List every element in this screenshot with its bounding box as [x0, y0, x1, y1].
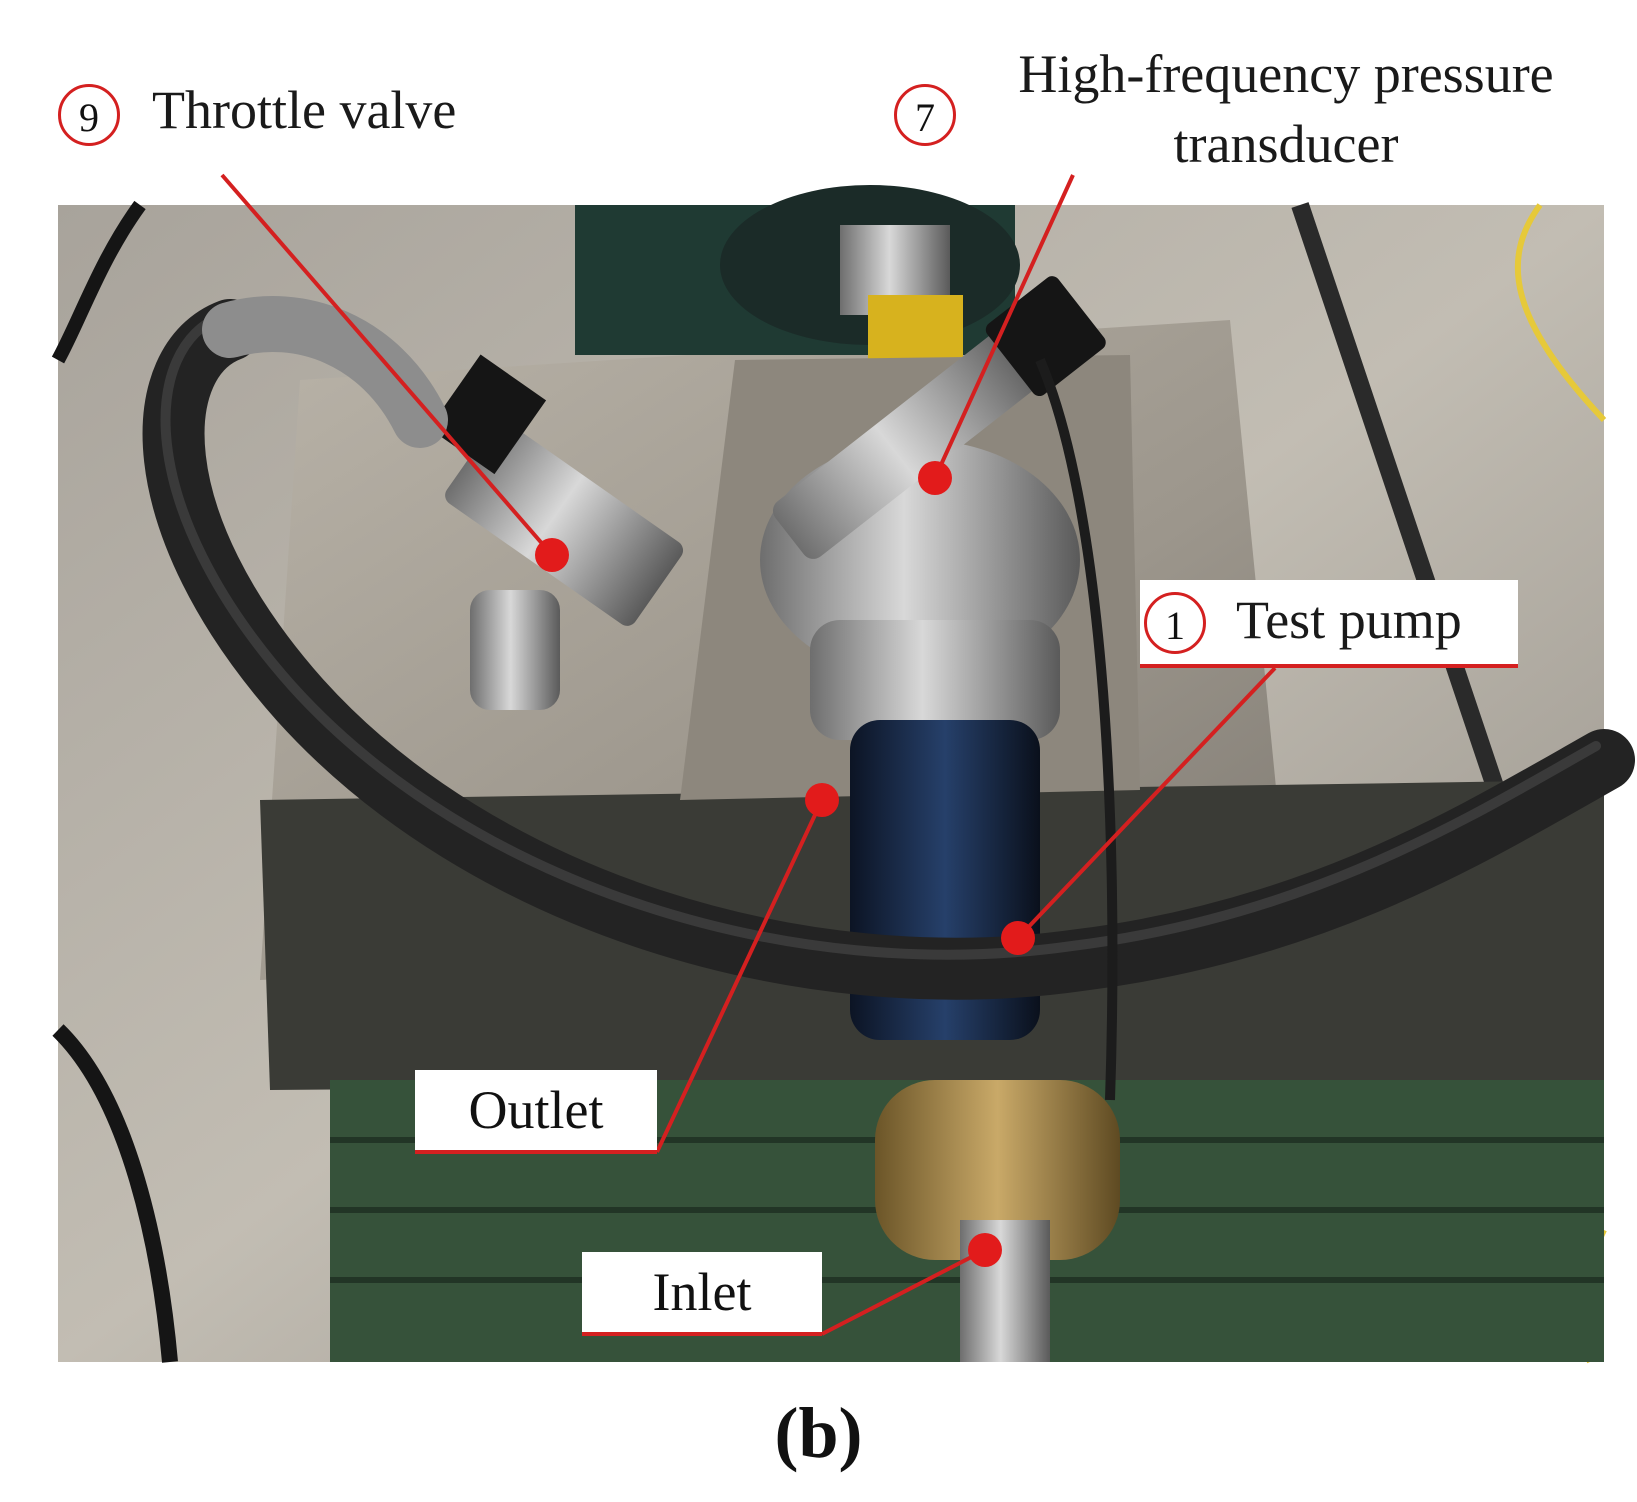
hose-highlight: [160, 311, 1601, 960]
callout-box-inlet: Inlet: [582, 1252, 822, 1336]
callout-label-transducer-line1: High-frequency pressure: [1018, 44, 1554, 104]
leader-pump: [1016, 666, 1277, 940]
pump-ring: [810, 620, 1060, 740]
marker-throttle: [535, 538, 569, 572]
marker-outlet: [805, 783, 839, 817]
callout-badge-pump: 1: [1144, 592, 1206, 654]
leader-inlet: [821, 1248, 986, 1336]
throttle-stem: [470, 590, 560, 710]
leader-transducer: [933, 174, 1075, 479]
callout-label-pump: Test pump: [1236, 590, 1462, 650]
cable-left: [52, 1024, 178, 1363]
leader-outlet: [655, 799, 824, 1153]
marker-inlet: [968, 1233, 1002, 1267]
yellow-cable: [1514, 203, 1607, 423]
marker-transducer: [918, 461, 952, 495]
transducer-cap: [985, 276, 1106, 397]
callout-label-transducer-line2: transducer: [1173, 114, 1399, 174]
callout-label-throttle: Throttle valve: [152, 80, 457, 140]
leader-throttle: [220, 173, 554, 557]
panel-caption: (b): [774, 1393, 863, 1473]
cable-left-2: [51, 200, 146, 364]
callout-badge-throttle: 9: [58, 84, 120, 146]
cable: [1035, 358, 1118, 1101]
inlet-brass: [875, 1080, 1120, 1260]
callout-badge-transducer: 7: [894, 84, 956, 146]
hose-loop: [202, 296, 448, 448]
callout-box-outlet: Outlet: [415, 1070, 657, 1154]
marker-pump: [1001, 921, 1035, 955]
throttle-body: [445, 419, 684, 626]
